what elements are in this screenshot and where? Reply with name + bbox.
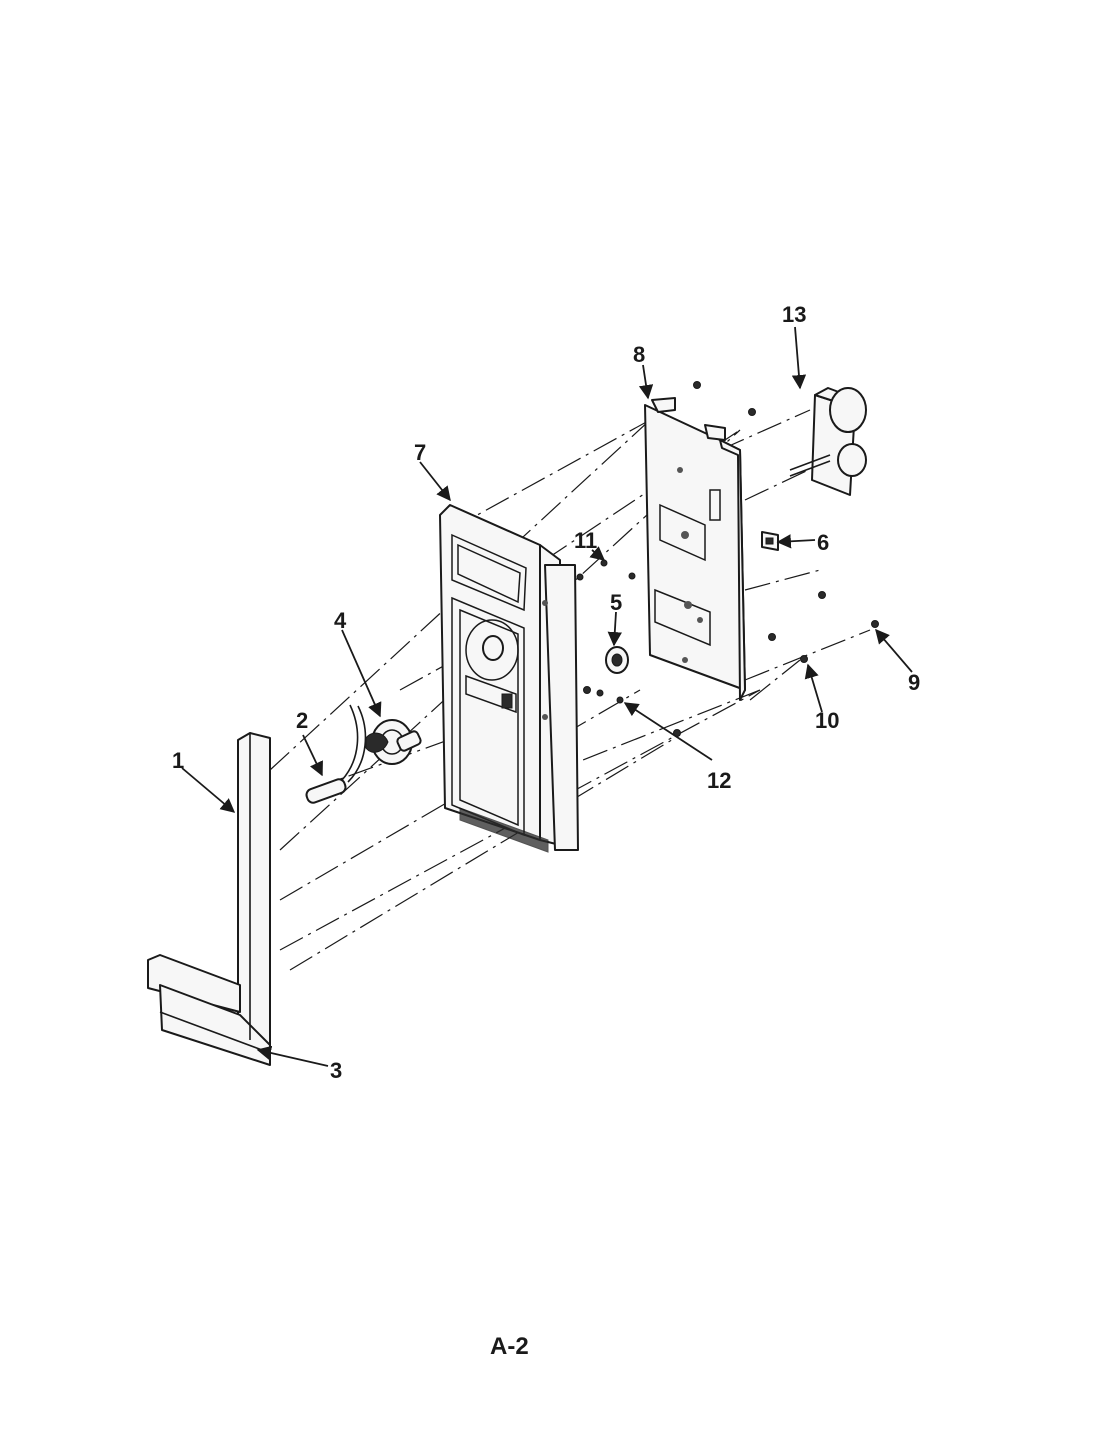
callout-8: 8	[633, 342, 645, 367]
page-label: A-2	[490, 1333, 529, 1360]
callout-leaders	[181, 326, 913, 1067]
callout-9: 9	[908, 670, 920, 695]
control-knob	[365, 719, 422, 765]
callout-3: 3	[330, 1058, 342, 1083]
callout-7: 7	[414, 440, 426, 465]
callout-12: 12	[707, 768, 731, 793]
bearing	[605, 646, 629, 674]
callout-1: 1	[172, 748, 184, 773]
wire-harness	[305, 704, 367, 804]
callout-11: 11	[574, 528, 597, 553]
callout-labels: 1 2 3 4 5 6 7 8 9 10 11 12 13	[172, 302, 920, 1083]
mounting-plate	[644, 397, 746, 701]
callout-5: 5	[610, 590, 622, 615]
timer-motor	[789, 387, 867, 496]
control-panel-front	[439, 504, 579, 853]
callout-10: 10	[815, 708, 839, 733]
clip	[761, 531, 779, 551]
callout-6: 6	[817, 530, 829, 555]
callout-4: 4	[334, 608, 347, 633]
callout-13: 13	[782, 302, 806, 327]
callout-2: 2	[296, 708, 308, 733]
trim-bracket	[147, 732, 271, 1066]
